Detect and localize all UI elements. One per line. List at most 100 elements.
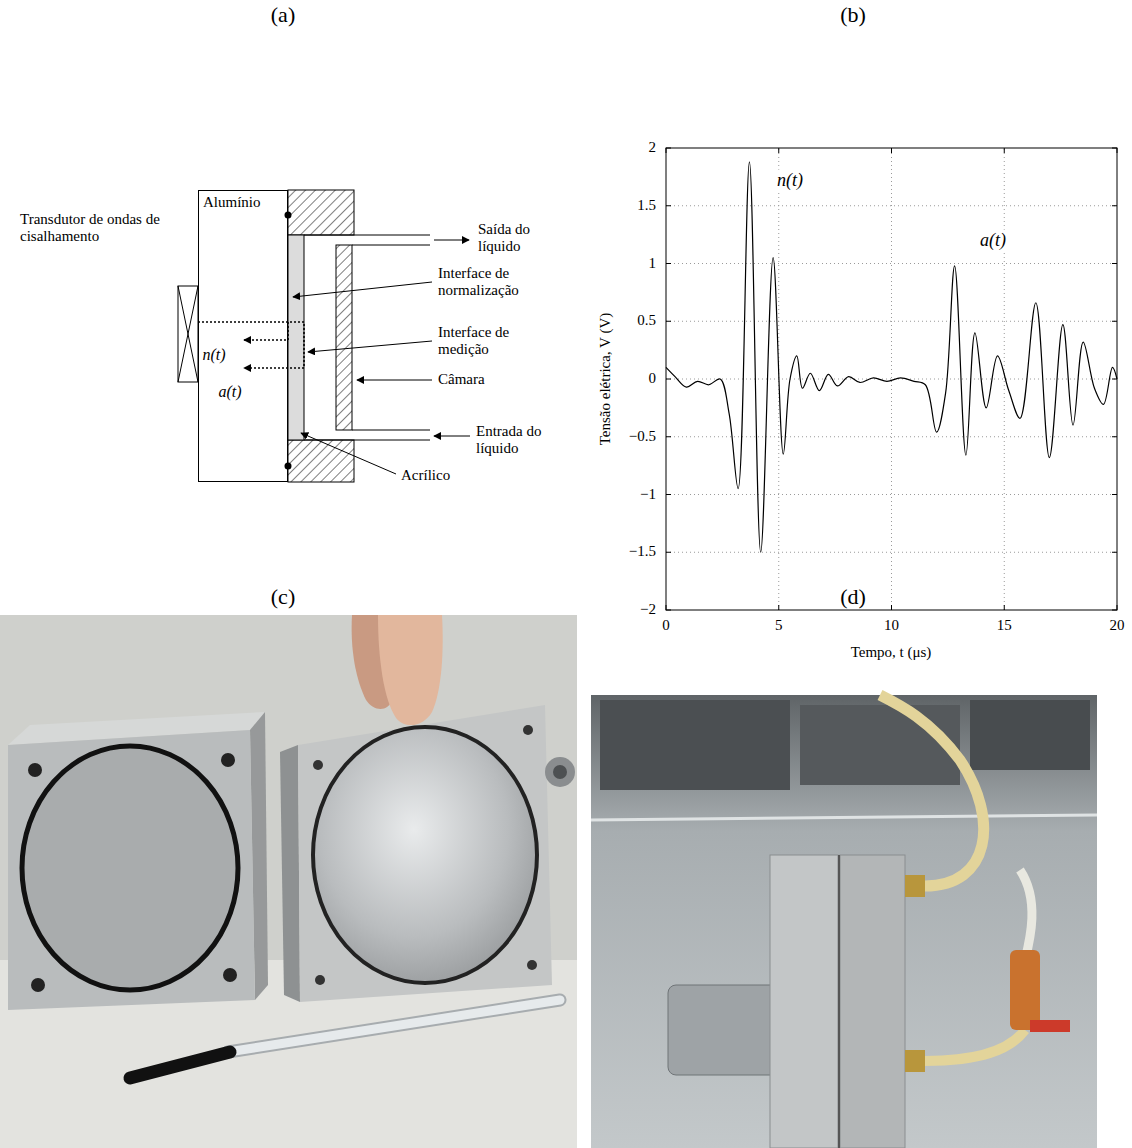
lab-equipment bbox=[600, 700, 790, 790]
tick-mark bbox=[1004, 605, 1005, 610]
outlet-pipe bbox=[352, 245, 430, 246]
signal-name: n(t) bbox=[775, 170, 805, 191]
screw-hole bbox=[223, 968, 237, 982]
tick-label: 10 bbox=[884, 617, 899, 634]
aluminium-block: Alumínio bbox=[198, 190, 288, 482]
panel-label: (b) bbox=[840, 2, 866, 27]
tick-mark bbox=[1112, 205, 1117, 206]
part-label: Interface de medição bbox=[438, 324, 543, 359]
tube bbox=[925, 1030, 1025, 1061]
grid-line bbox=[891, 148, 892, 610]
inlet-pipe bbox=[304, 440, 430, 441]
block-side bbox=[280, 745, 300, 1002]
screw-hole bbox=[527, 960, 537, 970]
part-label: Acrílico bbox=[401, 467, 450, 484]
block-label: Alumínio bbox=[199, 191, 287, 214]
tick-label: 1.5 bbox=[637, 197, 656, 214]
tick-mark bbox=[666, 263, 671, 264]
tick-mark bbox=[891, 148, 892, 153]
pen-body bbox=[228, 1000, 560, 1052]
tube bbox=[1020, 870, 1032, 960]
tick-label: −1 bbox=[640, 486, 656, 503]
tick-mark bbox=[1112, 552, 1117, 553]
tick-mark bbox=[1112, 494, 1117, 495]
valve bbox=[1010, 950, 1040, 1030]
signal-name: a(t) bbox=[218, 383, 241, 401]
grid-line bbox=[666, 494, 1117, 495]
photo-open-cell bbox=[0, 615, 577, 1148]
panel-label: (d) bbox=[840, 584, 866, 609]
tick-mark bbox=[1112, 263, 1117, 264]
tick-label: 2 bbox=[649, 139, 657, 156]
grid-line bbox=[666, 436, 1117, 437]
lab-equipment bbox=[970, 700, 1090, 770]
pen-cap bbox=[130, 1052, 230, 1078]
flow-arrow bbox=[434, 436, 470, 437]
transducer bbox=[668, 985, 778, 1075]
grid-line bbox=[666, 205, 1117, 206]
signal-trace bbox=[666, 162, 1117, 552]
tick-label: 0 bbox=[662, 617, 670, 634]
chamber-wall bbox=[336, 245, 352, 430]
tick-mark bbox=[1112, 321, 1117, 322]
brass-fitting bbox=[905, 875, 925, 897]
tick-mark bbox=[1112, 379, 1117, 380]
polished-disc bbox=[313, 727, 537, 983]
tick-mark bbox=[1112, 436, 1117, 437]
tick-mark bbox=[666, 552, 671, 553]
leader-arrow bbox=[301, 433, 396, 474]
tick-label: 1 bbox=[649, 255, 657, 272]
acrylic-layer bbox=[288, 235, 304, 440]
grid-line bbox=[666, 552, 1117, 553]
o-ring-dot bbox=[285, 212, 292, 219]
screw-hole bbox=[313, 760, 323, 770]
brass-fitting bbox=[905, 1050, 925, 1072]
tick-label: 0.5 bbox=[637, 313, 656, 330]
housing-hatch bbox=[288, 440, 354, 482]
panel-label: (c) bbox=[271, 584, 295, 609]
screw-hole bbox=[31, 978, 45, 992]
screw-hole bbox=[315, 975, 325, 985]
transducer-symbol bbox=[178, 286, 198, 382]
schematic bbox=[178, 190, 470, 482]
part-label: Câmara bbox=[438, 371, 485, 388]
o-ring-dot bbox=[285, 463, 292, 470]
outlet-pipe bbox=[304, 235, 430, 236]
signal-name: a(t) bbox=[978, 230, 1008, 251]
tube bbox=[880, 695, 984, 886]
echo-path bbox=[244, 322, 288, 340]
tick-label: −2 bbox=[640, 601, 656, 618]
valve bbox=[1030, 1020, 1070, 1032]
tick-label: 15 bbox=[997, 617, 1012, 634]
housing-hatch bbox=[288, 190, 354, 235]
tick-label: 5 bbox=[775, 617, 783, 634]
signal-name: n(t) bbox=[202, 346, 225, 364]
photo-mounted-cell bbox=[591, 695, 1097, 1148]
transducer-symbol bbox=[178, 286, 198, 382]
grid-line bbox=[666, 379, 1117, 380]
panel-label: (a) bbox=[271, 2, 295, 27]
leader-arrow bbox=[308, 341, 432, 352]
connector bbox=[553, 765, 567, 779]
tick-mark bbox=[666, 321, 671, 322]
aluminium-block bbox=[298, 705, 552, 1002]
tick-mark bbox=[1004, 148, 1005, 153]
tick-mark bbox=[778, 148, 779, 153]
leader-arrow bbox=[293, 282, 432, 297]
finger bbox=[378, 615, 443, 725]
inlet-pipe bbox=[352, 430, 430, 431]
transducer-symbol bbox=[178, 286, 198, 382]
tick-label: 20 bbox=[1110, 617, 1125, 634]
grid-line bbox=[666, 321, 1117, 322]
tick-label: 0 bbox=[649, 370, 657, 387]
lab-equipment bbox=[800, 705, 960, 785]
tank-edge bbox=[591, 815, 1097, 820]
aluminium-block bbox=[840, 855, 905, 1148]
photo-background bbox=[591, 695, 1097, 1148]
tick-mark bbox=[666, 436, 671, 437]
screw-hole bbox=[523, 725, 533, 735]
part-label: Saída do líquido bbox=[478, 221, 558, 256]
connector bbox=[545, 757, 575, 787]
tick-mark bbox=[666, 205, 671, 206]
